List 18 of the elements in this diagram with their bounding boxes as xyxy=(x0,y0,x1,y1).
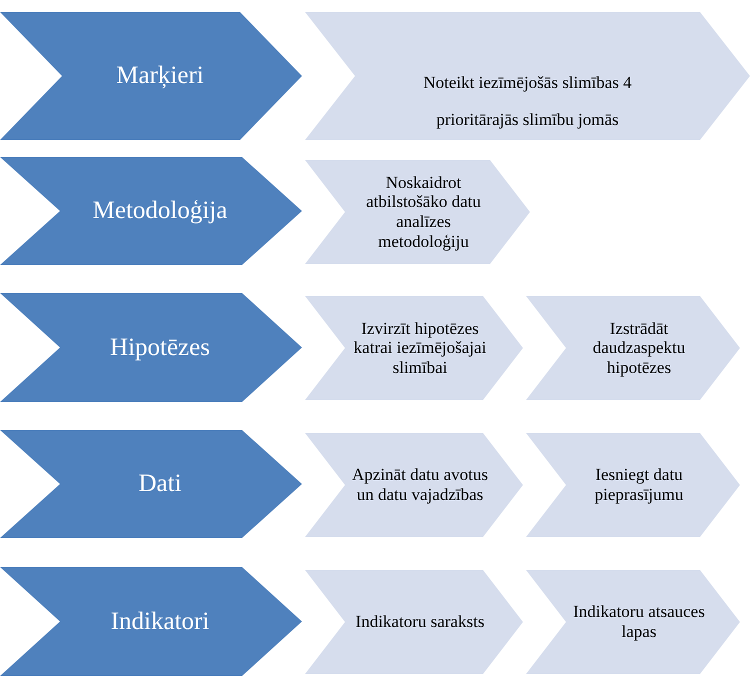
task-text: Noteikt iezīmējošās slimības 4 prioritārajās slimību jomās xyxy=(422,72,633,131)
step-shape xyxy=(0,12,302,140)
step-shape xyxy=(0,430,302,538)
task-text: Iesniegt datu pieprasījumu xyxy=(594,465,684,505)
step-label: Marķieri xyxy=(116,62,204,90)
step-label: Metodoloģija xyxy=(92,197,228,225)
step-shape xyxy=(0,157,302,265)
step-label: Dati xyxy=(138,470,182,498)
step-shape xyxy=(0,567,302,676)
task-text: Izstrādāt daudzaspektu hipotēzes xyxy=(592,318,686,378)
step-label: Hipotēzes xyxy=(110,334,210,362)
step-shape xyxy=(0,293,302,402)
task-text: Indikatoru atsauces lapas xyxy=(572,602,706,642)
task-text: Izvirzīt hipotēzes katrai iezīmējošajai slimībai xyxy=(352,318,488,378)
task-text: Apzināt datu avotus un datu vajadzības xyxy=(351,465,489,505)
task-text: Noskaidrot atbilstošāko datu analīzes metodoloģiju xyxy=(365,172,482,252)
step-label: Indikatori xyxy=(110,608,210,636)
task-text: Indikatoru saraksts xyxy=(356,612,484,632)
